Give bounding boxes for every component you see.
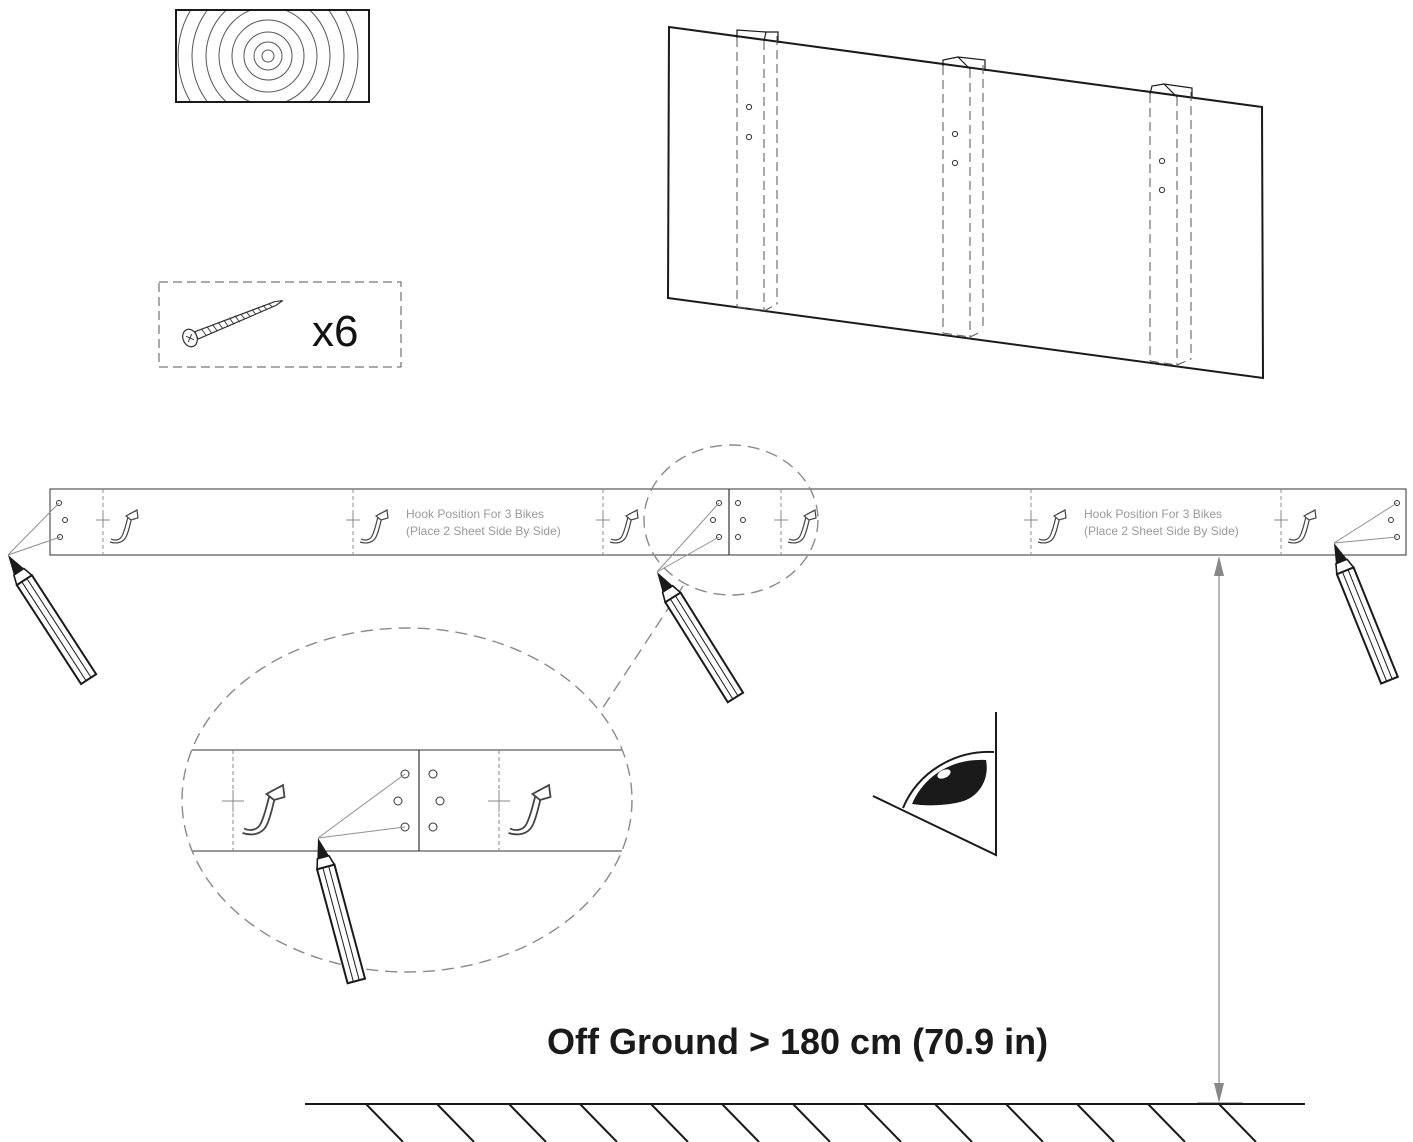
zoom-detail xyxy=(181,627,633,973)
pencil-icon xyxy=(1324,538,1399,685)
off-ground-label: Off Ground > 180 cm (70.9 in) xyxy=(547,1021,1048,1062)
height-arrow-icon xyxy=(1197,556,1243,1104)
eye-icon xyxy=(872,712,997,857)
hook-position-note-right-sub: (Place 2 Sheet Side By Side) xyxy=(1084,524,1239,538)
hook-position-note-left-sub: (Place 2 Sheet Side By Side) xyxy=(406,524,561,538)
screw-box: x6 xyxy=(158,281,402,368)
ground-hatch-icon xyxy=(305,1103,1305,1142)
pencil-icon xyxy=(308,834,366,985)
hook-position-note-left: Hook Position For 3 Bikes xyxy=(406,507,544,521)
pencil-icon xyxy=(0,549,98,686)
zoom-circle-small xyxy=(643,444,819,596)
hook-position-note-right: Hook Position For 3 Bikes xyxy=(1084,507,1222,521)
mounting-strip: Hook Position For 3 Bikes (Place 2 Sheet… xyxy=(7,488,1407,573)
pencil-icon xyxy=(648,566,745,704)
wood-grain-icon xyxy=(175,9,370,103)
screw-quantity: x6 xyxy=(312,307,358,356)
screw-icon xyxy=(182,299,284,348)
board-with-battens xyxy=(666,25,1265,380)
